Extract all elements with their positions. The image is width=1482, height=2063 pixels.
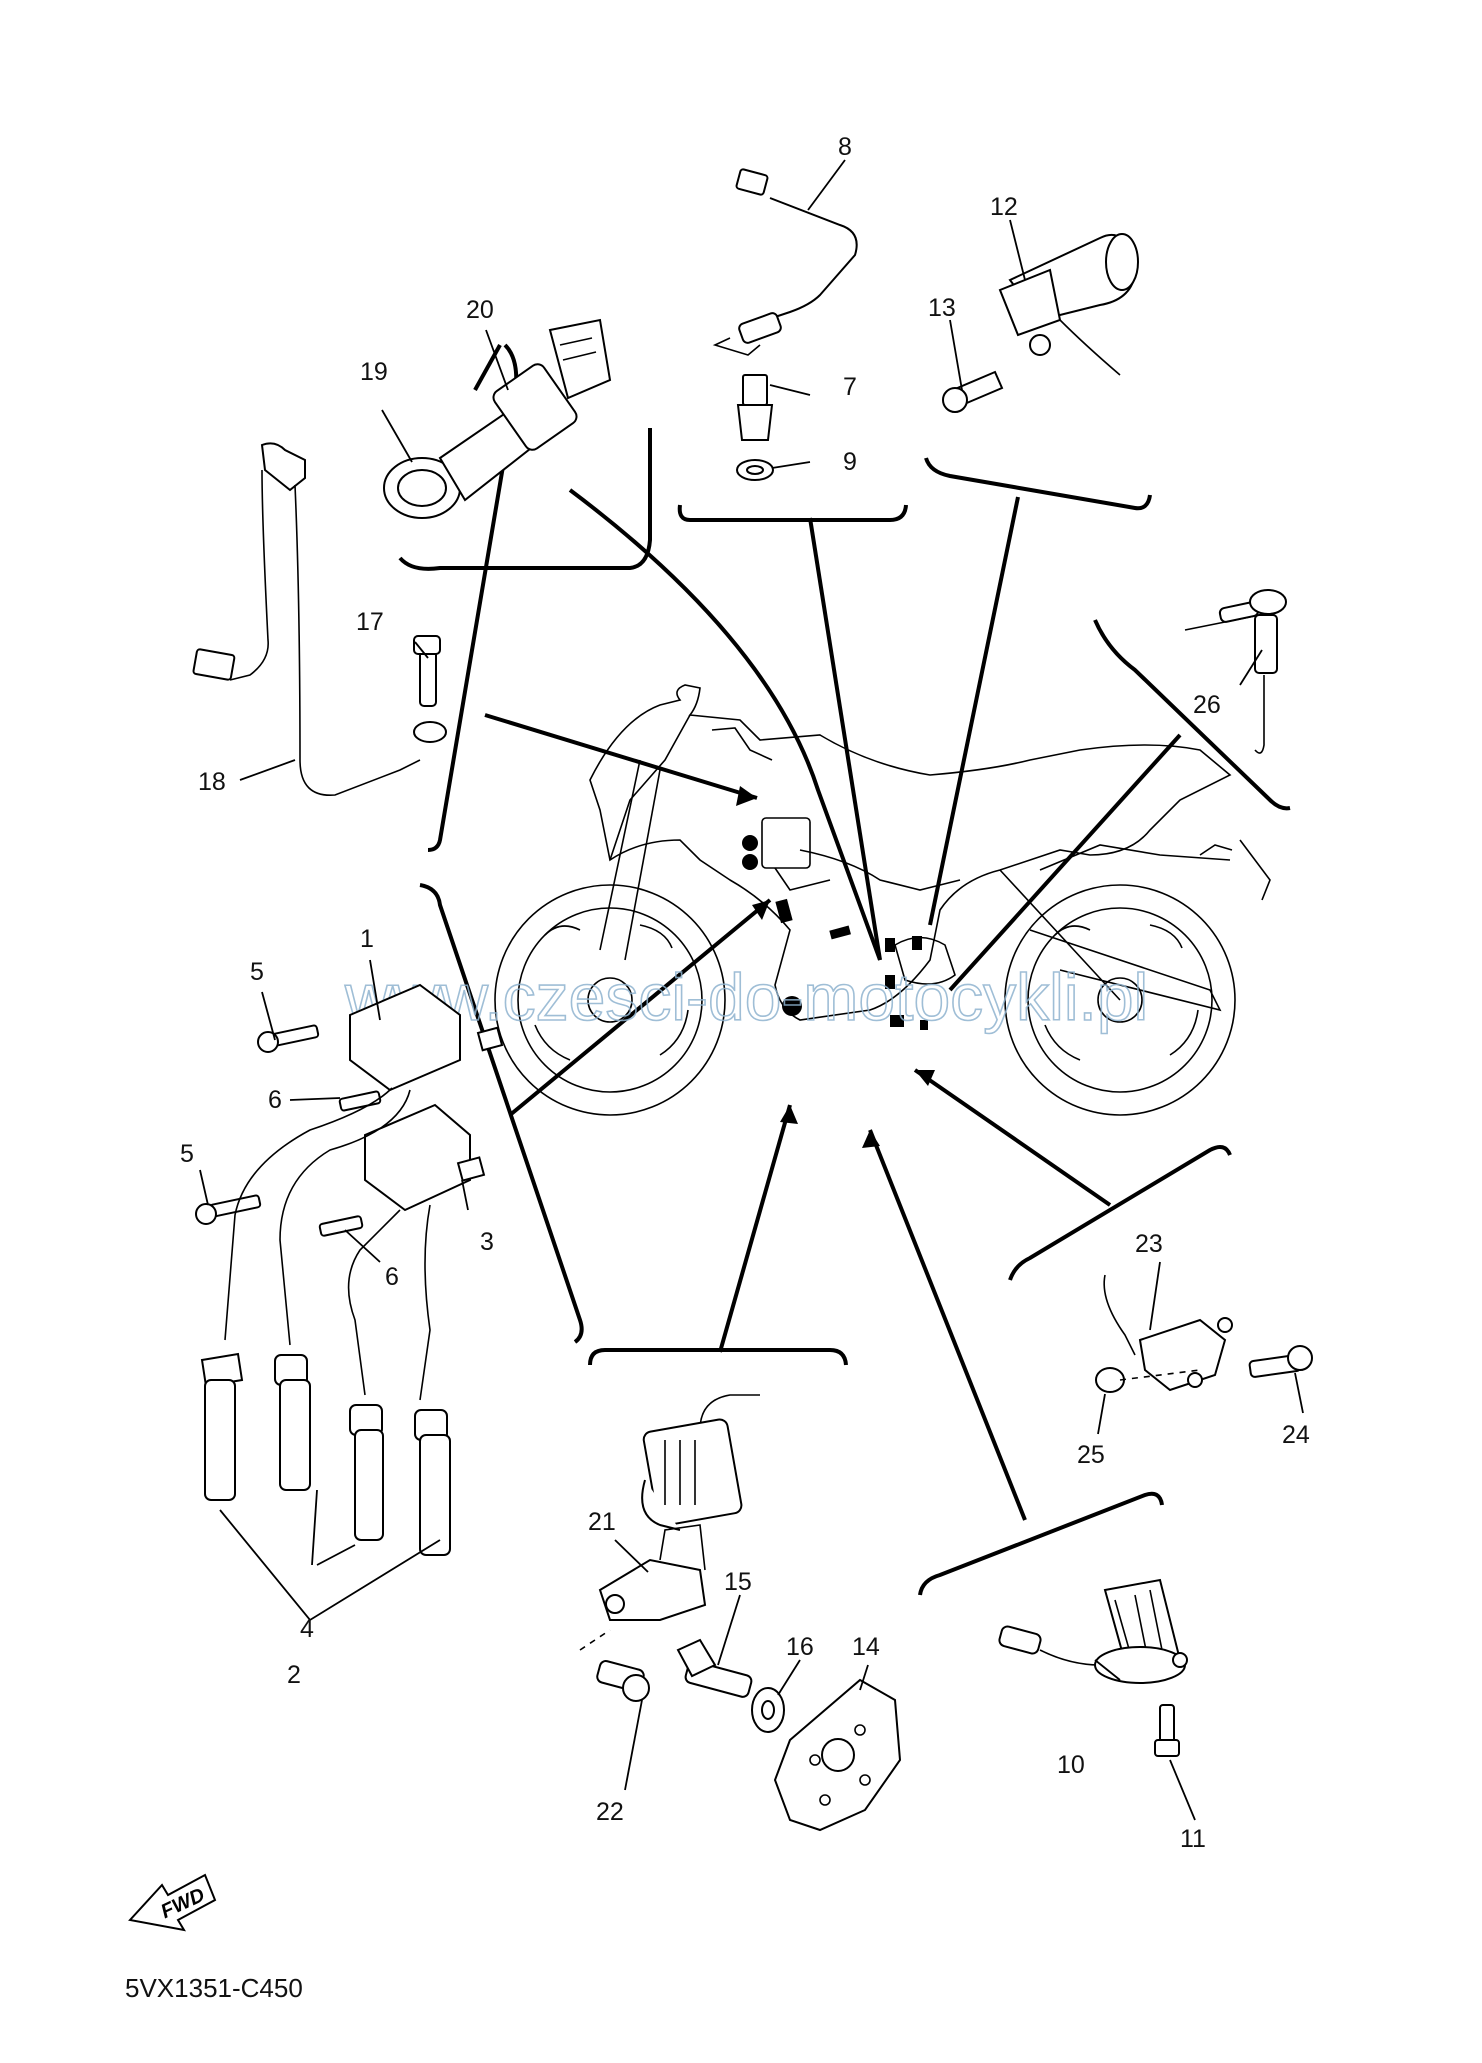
switch-7	[742, 374, 768, 406]
leader-lines	[484, 488, 1182, 1521]
ignition-coil-group	[195, 983, 504, 1622]
connector-10	[998, 1625, 1042, 1655]
callout-19: 19	[360, 358, 388, 386]
nut-25	[1095, 1367, 1125, 1393]
callout-3: 3	[480, 1228, 494, 1256]
callout-24: 24	[1282, 1421, 1310, 1449]
diagram-code: 5VX1351-C450	[125, 1973, 303, 2003]
watermark: www.czesci-do-motocykli.pl	[344, 960, 1148, 1034]
callout-15: 15	[724, 1568, 752, 1596]
plug-cap-4a	[279, 1379, 311, 1491]
fwd-arrow: FWD	[128, 1873, 217, 1932]
callout-21: 21	[588, 1508, 616, 1536]
callout-4: 4	[300, 1615, 314, 1643]
callout-13: 13	[928, 294, 956, 322]
callout-9: 9	[843, 448, 857, 476]
rear-wheel	[1004, 884, 1236, 1116]
connector-8	[735, 168, 769, 196]
callout-numbers: 1 2 3 4 5 5 6 6 7 8 9 10 11 12 13 14 15 …	[180, 133, 1310, 1853]
callout-16: 16	[786, 1633, 814, 1661]
sensor-group	[942, 233, 1139, 413]
thermo-unit-group	[383, 318, 612, 519]
callout-6b: 6	[385, 1263, 399, 1291]
callout-7: 7	[843, 373, 857, 401]
callout-12: 12	[990, 193, 1018, 221]
motorcycle-outline	[494, 684, 1271, 1116]
callout-8: 8	[838, 133, 852, 161]
part-10-group	[998, 1578, 1188, 1757]
part-23-group	[1095, 1274, 1313, 1393]
callout-22: 22	[596, 1798, 624, 1826]
bolt-6-upper	[338, 1090, 382, 1112]
switch-group	[712, 168, 858, 481]
pickup-coil-group	[579, 1394, 902, 1832]
callout-5a: 5	[250, 958, 264, 986]
callout-18: 18	[198, 768, 226, 796]
callout-leaders	[199, 159, 1304, 1821]
callout-25: 25	[1077, 1441, 1105, 1469]
callout-10: 10	[1057, 1751, 1085, 1779]
callout-26: 26	[1193, 691, 1221, 719]
terminal-18	[260, 442, 306, 492]
switch-26	[1249, 589, 1287, 615]
callout-11: 11	[1180, 1825, 1206, 1853]
callout-17: 17	[356, 608, 384, 636]
part-26-group	[1184, 589, 1287, 754]
bolt-6-lower	[318, 1215, 364, 1237]
callout-1: 1	[360, 925, 374, 953]
pickup-21	[642, 1418, 743, 1527]
plug-cap-4b	[354, 1429, 384, 1541]
callout-14: 14	[852, 1633, 880, 1661]
callout-5b: 5	[180, 1140, 194, 1168]
coil-3	[364, 1103, 471, 1212]
callout-6a: 6	[268, 1086, 282, 1114]
plug-cap-2a	[204, 1379, 236, 1501]
callout-2: 2	[287, 1661, 301, 1689]
callout-23: 23	[1135, 1230, 1163, 1258]
plug-cap-2b	[419, 1434, 451, 1556]
coil-1	[349, 983, 461, 1092]
sensor-23	[1138, 1318, 1227, 1392]
front-wheel	[494, 884, 726, 1116]
callout-20: 20	[466, 296, 494, 324]
cable-group	[192, 442, 447, 796]
